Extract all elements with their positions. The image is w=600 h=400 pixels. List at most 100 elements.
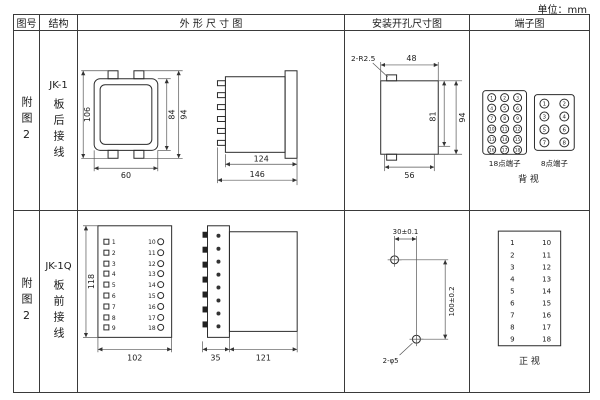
terminal-number: 4 <box>112 271 116 278</box>
terminal-number: 8 <box>510 323 514 332</box>
terminal-number: 8 <box>503 116 506 122</box>
terminal-number: 12 <box>515 127 521 133</box>
terminal-number: 10 <box>489 127 495 133</box>
jk1q-terminal-diagram: 1 2 3 4 5 6 7 8 9 10 11 12 13 14 15 16 1 <box>497 230 562 367</box>
header-terminal-diagram: 端子图 <box>470 15 589 31</box>
dim-bottom-width: 56 <box>404 171 414 180</box>
terminal-number: 16 <box>489 148 495 154</box>
terminal-number: 5 <box>543 127 546 133</box>
terminal-number: 15 <box>542 299 551 308</box>
header-fig-no: 图号 <box>14 15 40 31</box>
front-bezel-side <box>284 70 298 159</box>
terminal-number: 7 <box>490 116 493 122</box>
dim-side-terminal: 35 <box>210 353 220 362</box>
terminal-number: 14 <box>542 286 551 295</box>
row1-fig-no: 附图2 <box>20 95 33 146</box>
terminal-number: 7 <box>112 304 116 311</box>
row1-fig-no-cell: 附图2 <box>14 31 40 211</box>
terminal-number: 7 <box>543 140 546 146</box>
relay-front-outline <box>97 225 173 338</box>
terminal-number: 2 <box>112 250 116 257</box>
terminal-number: 12 <box>542 262 551 271</box>
terminal-block-outline <box>533 94 575 151</box>
dim-outer-height: 94 <box>458 112 467 122</box>
dim-hole-v-spacing: 100±0.2 <box>448 286 456 316</box>
row1-outline-cell: 106 84 94 60 <box>78 31 345 211</box>
jk1q-side-view: 35 121 <box>202 225 298 362</box>
row1-wiring: 板后接线 <box>52 97 65 162</box>
label-front-view: 正 视 <box>519 355 540 367</box>
terminal-number: 13 <box>489 137 495 143</box>
relay-case-outline <box>93 78 159 151</box>
terminal-stud <box>216 139 226 146</box>
row2-outline-cell: 1 2 3 4 5 6 7 8 9 10 11 12 <box>78 211 345 392</box>
label-8pt: 8点端子 <box>541 158 569 168</box>
terminal-number: 1 <box>112 239 116 246</box>
terminal-number: 5 <box>510 286 514 295</box>
row2-structure-cell: JK-1Q 板前接线 <box>40 211 78 392</box>
dim-front-height: 106 <box>83 107 92 122</box>
row2-model: JK-1Q <box>45 260 72 272</box>
terminal-number: 17 <box>542 323 551 332</box>
terminal-stud <box>216 127 226 134</box>
terminal-number: 1 <box>490 95 493 101</box>
dim-front-outer-height: 94 <box>180 109 189 119</box>
terminal-number: 6 <box>516 106 519 112</box>
label-corner-radius: 2-R2.5 <box>351 54 376 63</box>
label-rear-view: 背 视 <box>518 173 539 185</box>
terminal-stud <box>216 92 226 99</box>
terminal-front-view: 1 2 3 4 5 6 7 8 9 10 11 12 13 14 15 16 1 <box>497 230 562 347</box>
terminal-number: 15 <box>515 137 521 143</box>
terminal-number: 9 <box>510 335 514 344</box>
terminal-stud <box>216 104 226 111</box>
terminal-number: 6 <box>563 127 567 133</box>
terminal-number: 3 <box>112 261 116 268</box>
dim-front-width: 60 <box>121 171 131 180</box>
terminal-number: 5 <box>503 106 506 112</box>
terminal-number: 16 <box>542 311 551 320</box>
cutout-notch <box>386 74 398 82</box>
terminal-number: 10 <box>148 239 156 246</box>
jk1-panel-cutout: 2-R2.5 48 81 94 56 <box>351 54 467 180</box>
header-structure: 结构 <box>40 15 78 31</box>
mount-tab <box>133 70 145 80</box>
jk1-side-view: 124 146 <box>216 70 298 186</box>
terminal-number: 8 <box>112 315 116 322</box>
dim-top-width: 48 <box>406 54 416 63</box>
terminal-number: 13 <box>542 274 551 283</box>
terminal-number: 8 <box>563 140 567 146</box>
dim-front-inner-height: 84 <box>168 109 177 119</box>
terminal-number: 11 <box>502 127 508 133</box>
relay-cover-outline <box>99 84 153 145</box>
header-install-dims: 安装开孔尺寸图 <box>345 15 470 31</box>
dim-front-width: 102 <box>127 353 142 362</box>
terminal-number: 1 <box>510 238 514 247</box>
row1-install-cell: 2-R2.5 48 81 94 56 <box>345 31 470 211</box>
terminal-number: 17 <box>148 315 156 322</box>
mount-tab <box>133 149 145 159</box>
terminal-number: 3 <box>510 262 514 271</box>
terminal-number: 18 <box>148 325 156 332</box>
dim-side-depth-total: 146 <box>250 170 265 179</box>
terminal-number: 2 <box>563 102 566 108</box>
spec-table: 图号 结构 外 形 尺 寸 图 安装开孔尺寸图 端子图 附图2 JK-1 板后接… <box>13 14 590 393</box>
unit-label: 单位：mm <box>537 5 587 16</box>
terminal-number: 13 <box>148 271 156 278</box>
terminal-number: 4 <box>490 106 493 112</box>
terminal-number: 14 <box>502 137 508 143</box>
terminal-number: 4 <box>563 115 567 121</box>
mount-tab <box>107 70 119 80</box>
dim-inner-height: 81 <box>428 111 437 121</box>
dim-side-body: 121 <box>256 353 271 362</box>
relay-body-side <box>224 76 286 153</box>
label-hole-size: 2-φ5 <box>383 357 399 365</box>
header-outline-dims: 外 形 尺 寸 图 <box>78 15 345 31</box>
terminal-number: 6 <box>510 299 515 308</box>
cutout-outline <box>380 80 439 155</box>
row1-terminal-cell: 1 2 3 4 5 6 7 8 9 10 11 12 13 14 15 16 1 <box>470 31 589 211</box>
relay-body-side <box>228 231 298 332</box>
terminal-number: 10 <box>542 238 551 247</box>
terminal-number: 18 <box>515 148 521 154</box>
terminal-18pt: 1 2 3 4 5 6 7 8 9 10 11 12 13 14 15 16 1 <box>482 90 528 155</box>
row2-terminal-cell: 1 2 3 4 5 6 7 8 9 10 11 12 13 14 15 16 1 <box>470 211 589 392</box>
